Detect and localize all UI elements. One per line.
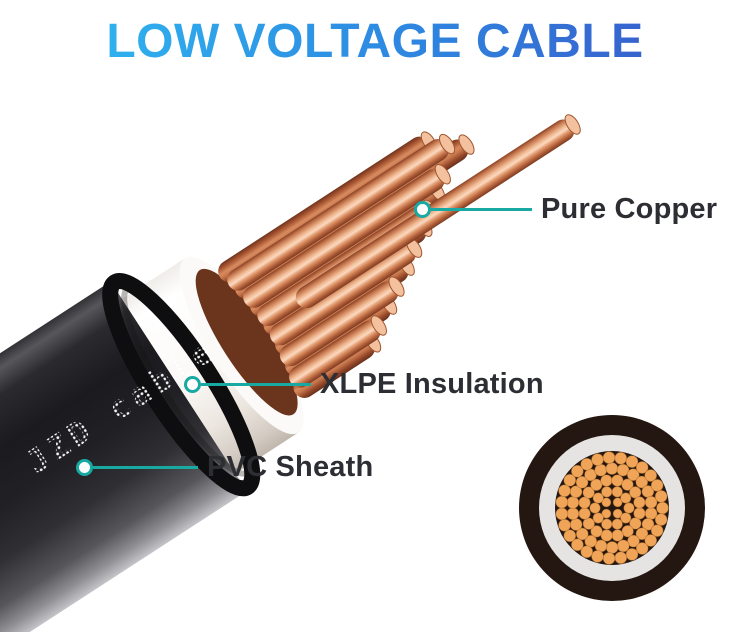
copper-core-base <box>195 268 298 416</box>
copper-strands <box>218 114 581 398</box>
sheath-cut-edge <box>102 273 261 497</box>
leader-line <box>93 465 198 469</box>
marker-dot <box>76 458 93 476</box>
sheath-cut-shadow <box>121 283 255 477</box>
cable-illustration <box>0 114 581 632</box>
marker-dot <box>184 375 201 393</box>
xlpe-insulation-callout: XLPE Insulation <box>184 369 544 398</box>
leader-line <box>431 207 532 211</box>
cross-section-strands <box>555 451 669 565</box>
pvc-sheath-callout: PVC Sheath <box>76 452 373 481</box>
page-title: LOW VOLTAGE CABLE <box>0 15 750 69</box>
pure-copper-label: Pure Copper <box>541 192 718 225</box>
pure-copper-callout: Pure Copper <box>414 194 717 223</box>
pvc-sheath-label: PVC Sheath <box>207 450 374 483</box>
marker-dot <box>414 200 431 218</box>
xlpe-insulation-label: XLPE Insulation <box>320 367 544 400</box>
cross-section-diagram <box>519 415 705 601</box>
leader-line <box>201 382 311 386</box>
